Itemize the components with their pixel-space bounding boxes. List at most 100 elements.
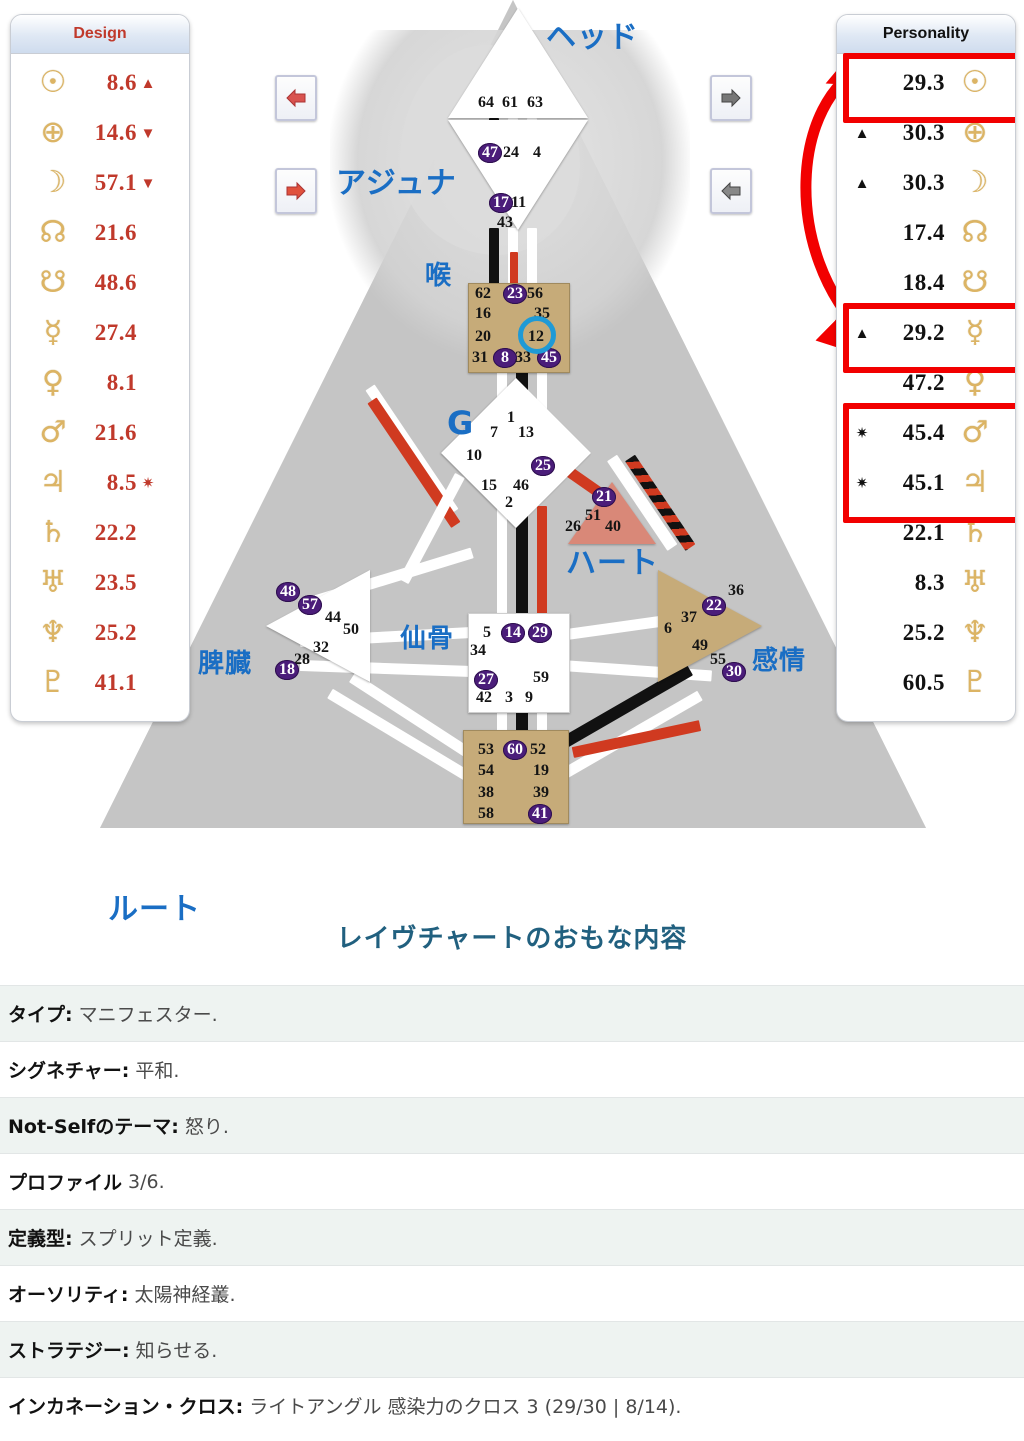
gate-39: 39 (533, 784, 549, 801)
gate-48: 48 (276, 582, 300, 602)
channel-throat-g-left (497, 366, 507, 410)
design-value: 25.2 (94, 620, 137, 645)
personality-row[interactable]: 47.2♀ (837, 358, 1015, 408)
channel-23-43-red (510, 252, 518, 286)
summary-row: インカネーション・クロス:ライトアングル 感染力のクロス 3 (29/30 | … (0, 1377, 1024, 1433)
gate-21: 21 (592, 487, 616, 507)
gate-32: 32 (313, 639, 329, 656)
gate-3: 3 (505, 689, 513, 706)
summary-value: 3/6. (128, 1170, 165, 1193)
design-row[interactable]: ♅23.5 (11, 558, 189, 608)
gate-38: 38 (478, 784, 494, 801)
design-value: 21.6 (94, 220, 137, 245)
summary-value: 怒り. (184, 1116, 229, 1138)
design-value: 22.2 (94, 520, 137, 545)
gate-36: 36 (728, 582, 744, 599)
design-mark: ▲ (140, 74, 156, 92)
design-prev-button[interactable] (275, 75, 317, 121)
design-row[interactable]: ♆25.2 (11, 608, 189, 658)
arrow-right-red-icon (286, 181, 306, 201)
gate-19: 19 (533, 762, 549, 779)
gate-2: 2 (505, 494, 513, 511)
design-row[interactable]: ♃8.5✷ (11, 458, 189, 508)
design-row[interactable]: ☽57.1▼ (11, 158, 189, 208)
north-node-icon: ☊ (961, 215, 989, 250)
personality-row[interactable]: 17.4 ☊ (837, 208, 1015, 258)
personality-mark: ▲ (854, 174, 870, 192)
design-value: 48.6 (94, 270, 137, 295)
personality-value: 17.4 (902, 220, 945, 245)
design-row[interactable]: ♇41.1 (11, 658, 189, 708)
gate-17: 17 (489, 193, 513, 213)
gate-33: 33 (515, 349, 531, 366)
personality-next-button[interactable] (710, 75, 752, 121)
gate-7: 7 (490, 424, 498, 441)
design-row[interactable]: ♀8.1 (11, 358, 189, 408)
personality-row[interactable]: 25.2 ♆ (837, 608, 1015, 658)
design-next-button[interactable] (275, 168, 317, 214)
summary-row: ストラテジー:知らせる. (0, 1321, 1024, 1377)
earth-icon: ⊕ (40, 115, 66, 150)
personality-row[interactable]: ▲29.2☿ (837, 308, 1015, 358)
summary-value: 知らせる. (135, 1340, 218, 1362)
design-row[interactable]: ☊21.6 (11, 208, 189, 258)
design-row[interactable]: ☉8.6▲ (11, 58, 189, 108)
gate-22: 22 (702, 596, 726, 616)
summary-title: レイヴチャートのおもな内容 (336, 924, 688, 954)
saturn-icon: ♄ (39, 515, 67, 550)
summary-value: スプリット定義. (78, 1228, 218, 1250)
uranus-icon: ♅ (961, 565, 989, 600)
gate-44: 44 (325, 609, 341, 626)
gate-59: 59 (533, 669, 549, 686)
personality-value: 18.4 (902, 270, 945, 295)
jupiter-icon: ♃ (961, 465, 989, 500)
personality-row[interactable]: ✷45.4♂ (837, 408, 1015, 458)
moon-icon: ☽ (961, 165, 989, 200)
gate-63: 63 (527, 94, 543, 111)
gate-1: 1 (507, 409, 515, 426)
personality-row[interactable]: 60.5♇ (837, 658, 1015, 708)
design-row[interactable]: ♄ 22.2 (11, 508, 189, 558)
personality-row[interactable]: ▲30.3⊕ (837, 108, 1015, 158)
summary-row: 定義型:スプリット定義. (0, 1209, 1024, 1265)
personality-value: 29.2 (902, 320, 945, 345)
personality-prev-button[interactable] (710, 168, 752, 214)
design-value: 8.1 (106, 370, 137, 395)
earth-icon: ⊕ (962, 115, 988, 150)
design-row[interactable]: ☿27.4 (11, 308, 189, 358)
summary-table: タイプ:マニフェスター.シグネチャー:平和.Not-Selfのテーマ:怒り.プロ… (0, 985, 1024, 1433)
personality-value: 22.1 (902, 520, 945, 545)
personality-mark: ✷ (855, 425, 869, 442)
personality-row[interactable]: 29.3☉ (837, 58, 1015, 108)
label-head: ヘッド (546, 20, 639, 55)
design-row[interactable]: ♂21.6 (11, 408, 189, 458)
gate-5: 5 (483, 624, 491, 641)
personality-value: 25.2 (902, 620, 945, 645)
gate-55: 55 (710, 651, 726, 668)
gate-61: 61 (502, 94, 518, 111)
design-row[interactable]: ☋48.6 (11, 258, 189, 308)
design-mark: ▼ (140, 174, 156, 192)
personality-row[interactable]: ▲30.3☽ (837, 158, 1015, 208)
personality-mark: ▲ (854, 324, 870, 342)
personality-row[interactable]: 8.3 ♅ (837, 558, 1015, 608)
summary-label: プロファイル (8, 1172, 123, 1194)
personality-row[interactable]: 22.1♄ (837, 508, 1015, 558)
gate-16: 16 (475, 305, 491, 322)
gate-42: 42 (476, 689, 492, 706)
gate-27: 27 (474, 670, 498, 690)
gate-49: 49 (692, 637, 708, 654)
personality-value: 8.3 (914, 570, 945, 595)
channel-9-52 (537, 708, 547, 736)
personality-value: 47.2 (902, 370, 945, 395)
summary-row: オーソリティ:太陽神経叢. (0, 1265, 1024, 1321)
personality-row[interactable]: ✷45.1♃ (837, 458, 1015, 508)
channel-42-53 (497, 708, 507, 736)
personality-row[interactable]: 18.4☋ (837, 258, 1015, 308)
neptune-icon: ♆ (961, 615, 989, 650)
design-row[interactable]: ⊕14.6▼ (11, 108, 189, 158)
gate-28: 28 (294, 651, 310, 668)
gate-47: 47 (478, 143, 502, 163)
gate-13: 13 (518, 424, 534, 441)
